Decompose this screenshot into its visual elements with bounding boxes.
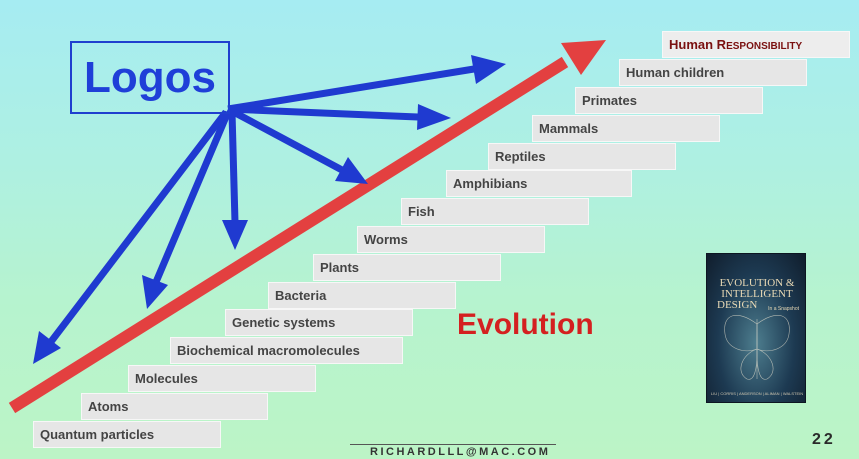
logos-title: Logos [70, 41, 230, 114]
logos-arrow-3 [228, 109, 342, 170]
logos-arrow-2-head [417, 104, 451, 130]
evolution-arrow-head [561, 40, 606, 75]
evolution-label: Evolution [457, 307, 594, 343]
logos-arrow-1-head [471, 55, 506, 84]
logos-arrow-5-head [142, 275, 168, 309]
logos-arrow-1 [228, 69, 474, 109]
footer-email: RICHARDLLL@MAC.COM [370, 446, 550, 458]
logos-arrow-6 [50, 112, 226, 343]
logos-arrow-4-head [222, 220, 248, 250]
logos-arrow-2 [228, 109, 418, 117]
book-authors: LIU | CORRIS | ANDERSON | ALIMAN | WALST… [707, 391, 807, 396]
logos-arrow-4 [232, 112, 235, 222]
footer-divider [350, 444, 556, 445]
book-cover-image: EVOLUTION & INTELLIGENT DESIGN In a Snap… [706, 253, 806, 403]
book-subtitle: In a Snapshot [768, 306, 799, 312]
page-number: 22 [812, 431, 836, 449]
logos-arrow-5 [156, 112, 228, 282]
